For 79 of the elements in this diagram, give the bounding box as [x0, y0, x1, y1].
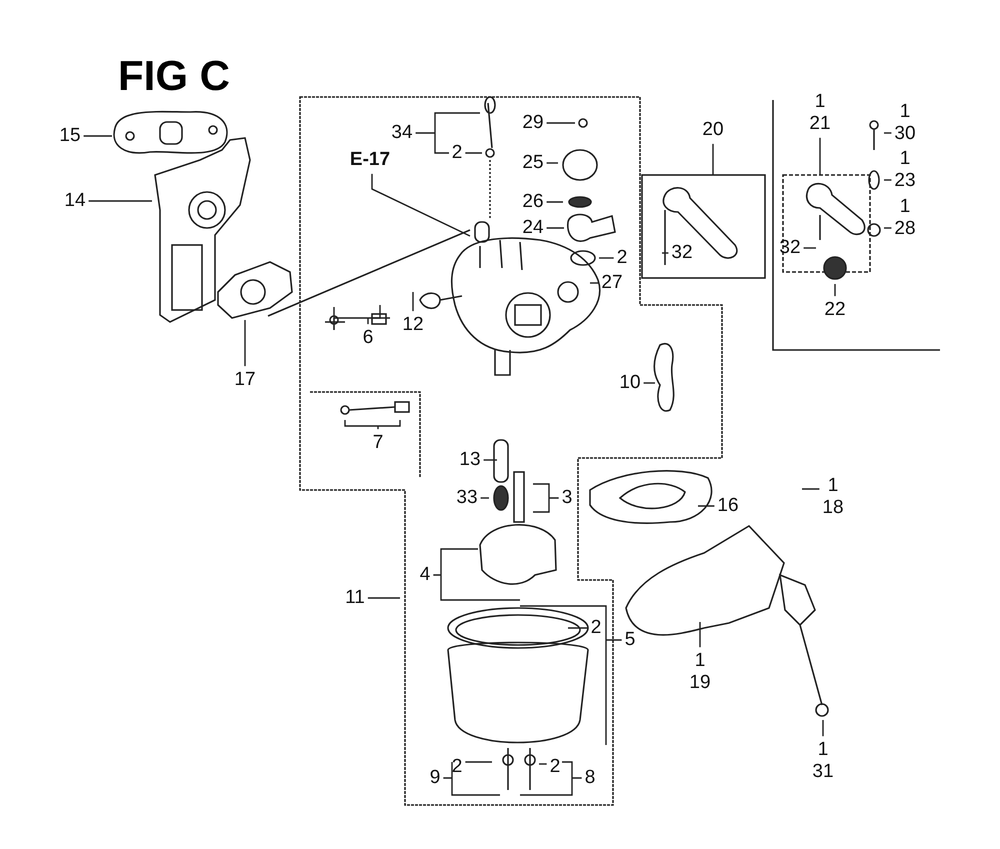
callout-number: 4: [420, 564, 430, 586]
leader-line: [519, 761, 582, 796]
callout-number: 12: [402, 314, 424, 336]
leader-line: [546, 227, 564, 229]
leader-line: [412, 292, 414, 312]
callout-number: 1 30: [894, 101, 916, 145]
callout-number: 32: [779, 237, 801, 259]
leader-line: [834, 284, 836, 296]
leader-line: [532, 483, 560, 513]
callout-number: 2: [452, 756, 462, 778]
callout-number: 27: [601, 272, 623, 294]
leader-line: [698, 505, 714, 507]
callout-number: 5: [624, 629, 636, 651]
leader-line: [465, 152, 482, 154]
leader-line: [644, 382, 655, 384]
leader-line: [884, 132, 892, 134]
callout-number: 9: [430, 767, 440, 789]
leader-line: [432, 548, 521, 601]
callout-number: 33: [456, 487, 478, 509]
callout-number: 24: [522, 217, 544, 239]
callout-number: 1 23: [894, 148, 916, 192]
leader-line: [539, 763, 547, 765]
leader-line: [371, 174, 470, 237]
callout-number: 17: [234, 369, 256, 391]
reference-label: E-17: [350, 149, 390, 171]
leader-line: [802, 488, 820, 490]
callout-number: 20: [702, 119, 724, 141]
callout-number: 14: [64, 190, 86, 212]
callout-number: 1 28: [894, 196, 916, 240]
leader-line: [519, 605, 622, 746]
leader-line: [414, 112, 481, 154]
leader-line: [699, 622, 701, 648]
callout-number: 32: [671, 242, 693, 264]
leader-line: [599, 257, 614, 259]
callout-number: 2: [590, 617, 602, 639]
leader-line: [662, 252, 668, 254]
callout-number: 2: [616, 247, 628, 269]
callout-number: 25: [522, 152, 544, 174]
leader-line: [546, 122, 575, 124]
leader-line: [442, 761, 501, 796]
leader-line: [344, 419, 401, 430]
leader-line: [884, 179, 892, 181]
callout-number: 6: [362, 327, 374, 349]
callout-number: 1 18: [822, 475, 844, 519]
callout-number: 34: [391, 122, 413, 144]
figure-title: FIG C: [118, 52, 230, 100]
leader-line: [590, 282, 598, 284]
callout-number: 1 19: [689, 650, 711, 694]
callout-number: 16: [717, 495, 739, 517]
leader-line: [884, 227, 892, 229]
leader-line: [84, 135, 112, 137]
leader-line: [244, 320, 246, 366]
callout-number: 1 31: [812, 739, 834, 783]
callout-number: 1 21: [809, 91, 831, 135]
leader-line: [568, 627, 588, 629]
callout-number: 2: [550, 756, 560, 778]
leader-line: [546, 162, 558, 164]
callout-number: 11: [345, 587, 365, 609]
leader-line: [333, 304, 381, 325]
callout-number: 22: [824, 299, 846, 321]
callout-number: 26: [522, 191, 544, 213]
leader-line: [819, 138, 821, 175]
leader-line: [822, 720, 824, 736]
leader-line: [465, 761, 492, 763]
leader-line: [484, 459, 497, 461]
leader-line: [804, 247, 816, 249]
callout-number: 13: [459, 449, 481, 471]
leader-line: [546, 201, 563, 203]
leader-line: [368, 597, 400, 599]
leader-line: [480, 497, 489, 499]
callout-number: 10: [619, 372, 641, 394]
callout-number: 7: [372, 432, 384, 454]
leader-line: [88, 200, 152, 202]
callout-number: 3: [562, 487, 572, 509]
callout-number: 8: [584, 767, 596, 789]
callout-number: 2: [452, 142, 462, 164]
callout-number: 29: [522, 112, 544, 134]
callout-number: 15: [59, 125, 81, 147]
leader-line: [712, 144, 714, 175]
